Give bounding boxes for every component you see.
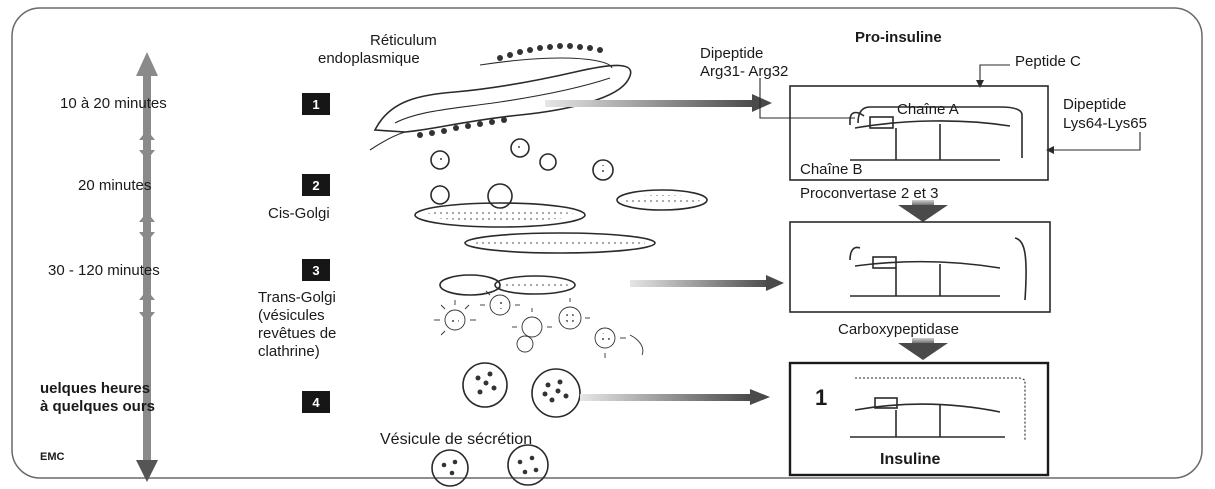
cis-golgi-label: Cis-Golgi: [268, 205, 330, 222]
proinsulin-title: Pro-insuline: [855, 29, 942, 46]
step-badge-1: 1: [302, 93, 330, 115]
insulin-one-mark: 1: [815, 385, 827, 410]
dipeptide-arg-label-2: Arg31- Arg32: [700, 63, 788, 80]
time-label-4b: à quelques ours: [40, 398, 155, 415]
dipeptide-lys-label-1: Dipeptide: [1063, 96, 1126, 113]
chain-a-label: Chaîne A: [897, 101, 959, 118]
carboxypeptidase-label: Carboxypeptidase: [838, 321, 959, 338]
intermediate-panel: [790, 222, 1050, 312]
chain-b-label: Chaîne B: [800, 161, 863, 178]
down-arrow-2: [898, 338, 948, 360]
transport-vesicles: [431, 139, 613, 204]
trans-golgi-label-4: clathrine): [258, 343, 320, 360]
secretion-granules: [432, 363, 580, 486]
flow-arrow-4: [580, 389, 770, 405]
flow-arrow-3: [630, 275, 784, 291]
re-label-line1: Réticulum: [370, 32, 437, 49]
step-number-4: 4: [312, 395, 320, 410]
dipeptide-arg-label-1: Dipeptide: [700, 45, 763, 62]
time-label-2: 20 minutes: [78, 177, 151, 194]
step-number-3: 3: [312, 263, 319, 278]
peptide-c-label: Peptide C: [1015, 53, 1081, 70]
flow-arrow-1: [545, 94, 772, 112]
step-badge-3: 3: [302, 259, 330, 281]
dipeptide-lys-label-2: Lys64-Lys65: [1063, 115, 1147, 132]
step-badge-4: 4: [302, 391, 330, 413]
trans-golgi-drawing: [434, 275, 643, 358]
re-label-line2: endoplasmique: [318, 50, 420, 67]
step-badge-2: 2: [302, 174, 330, 196]
insulin-title: Insuline: [880, 451, 941, 468]
trans-golgi-label-2: (vésicules: [258, 307, 325, 324]
cis-golgi-drawing: [415, 184, 707, 253]
step-number-2: 2: [312, 178, 319, 193]
time-label-3: 30 - 120 minutes: [48, 262, 160, 279]
step-number-1: 1: [312, 97, 319, 112]
secretion-vesicle-label: Vésicule de sécrétion: [380, 431, 532, 448]
trans-golgi-label-1: Trans-Golgi: [258, 289, 336, 306]
time-label-4a: uelques heures: [40, 380, 150, 397]
time-label-1: 10 à 20 minutes: [60, 95, 167, 112]
trans-golgi-label-3: revêtues de: [258, 325, 336, 342]
down-arrow-1: [898, 200, 948, 222]
proconvertase-label: Proconvertase 2 et 3: [800, 185, 938, 202]
credit-label: EMC: [40, 451, 65, 463]
